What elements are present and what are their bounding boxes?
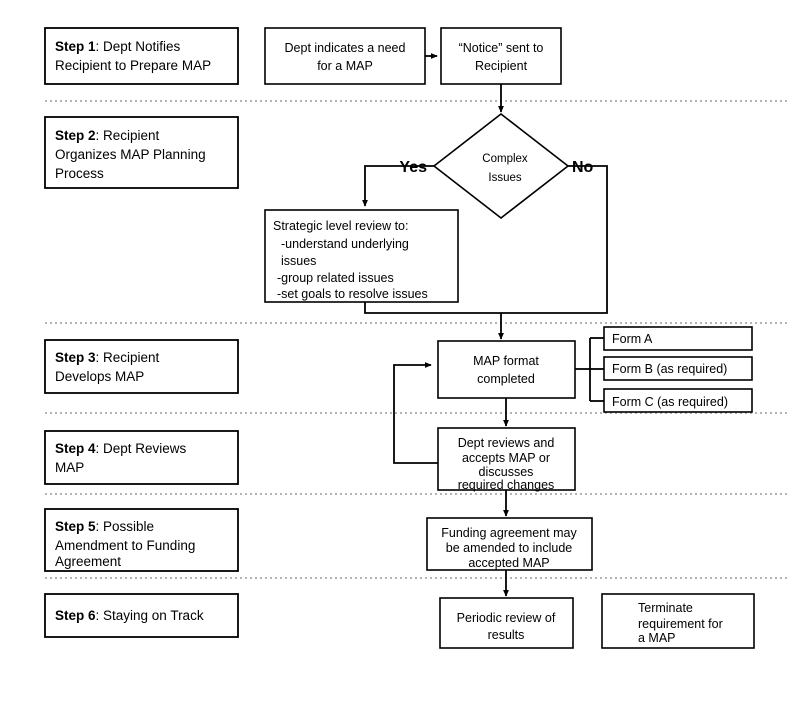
strategic-line4: -group related issues	[277, 271, 394, 285]
funding-line2: be amended to include	[446, 541, 573, 555]
form-b-label: Form B (as required)	[612, 362, 727, 376]
complex-issues-decision[interactable]	[432, 112, 570, 220]
strategic-line3: issues	[281, 254, 316, 268]
form-c-box[interactable]	[603, 388, 753, 413]
dept-review-line3: discusses	[479, 465, 534, 479]
step1-box[interactable]	[44, 27, 239, 85]
terminate-line2: requirement for	[638, 617, 723, 631]
arrow-yes-branch	[362, 165, 434, 207]
funding-agreement-box[interactable]	[426, 517, 593, 571]
form-b-box[interactable]	[603, 356, 753, 381]
notice-sent-line1: “Notice” sent to	[459, 41, 544, 55]
funding-line1: Funding agreement may	[441, 526, 577, 540]
strategic-line2: -understand underlying	[281, 237, 409, 251]
strategic-line1: Strategic level review to:	[273, 219, 408, 233]
form-a-label: Form A	[612, 332, 653, 346]
periodic-line1: Periodic review of	[457, 611, 556, 625]
dept-review-line2: accepts MAP or	[462, 451, 550, 465]
strategic-review-box[interactable]	[264, 209, 459, 303]
step6-box[interactable]	[44, 593, 239, 638]
step4-line1: Step 4: Dept Reviews	[55, 441, 187, 456]
terminate-line1: Terminate	[638, 601, 693, 615]
form-a-box[interactable]	[603, 326, 753, 351]
periodic-line2: results	[488, 628, 525, 642]
step3-line2: Develops MAP	[55, 369, 144, 384]
arrow-no-branch	[501, 165, 608, 314]
step6-line1: Step 6: Staying on Track	[55, 608, 204, 623]
decision-line2: Issues	[488, 172, 521, 184]
step2-box[interactable]	[44, 116, 239, 189]
step3-line1: Step 3: Recipient	[55, 350, 160, 365]
step2-line1: Step 2: Recipient	[55, 128, 160, 143]
dept-indicates-need-box[interactable]	[264, 27, 426, 85]
step2-line2: Organizes MAP Planning	[55, 147, 206, 162]
map-format-line1: MAP format	[473, 354, 539, 368]
notice-sent-box[interactable]	[440, 27, 562, 85]
dept-indicates-need-line2: for a MAP	[317, 59, 373, 73]
step1-line2: Recipient to Prepare MAP	[55, 58, 211, 73]
step5-box[interactable]	[44, 508, 239, 572]
notice-sent-line2: Recipient	[475, 59, 528, 73]
map-format-box[interactable]	[437, 340, 576, 399]
step3-box[interactable]	[44, 339, 239, 394]
dept-indicates-need-line1: Dept indicates a need	[285, 41, 406, 55]
yes-label: Yes	[399, 159, 427, 176]
terminate-requirement-box[interactable]	[601, 593, 755, 649]
step4-box[interactable]	[44, 430, 239, 485]
step5-line1: Step 5: Possible	[55, 519, 154, 534]
map-format-line2: completed	[477, 372, 535, 386]
dept-review-line1: Dept reviews and	[458, 436, 555, 450]
step5-line3: Agreement	[55, 554, 121, 569]
decision-line1: Complex	[482, 153, 528, 165]
no-label: No	[572, 159, 594, 176]
step5-line2: Amendment to Funding	[55, 538, 195, 553]
step1-line1: Step 1: Dept Notifies	[55, 39, 181, 54]
dept-review-line4: required changes	[458, 478, 555, 492]
line-strategic-to-stem	[364, 302, 501, 314]
step4-line2: MAP	[55, 460, 84, 475]
step2-line3: Process	[55, 166, 104, 181]
terminate-line3: a MAP	[638, 631, 676, 645]
arrow-feedback-loop	[393, 362, 438, 464]
strategic-line5: -set goals to resolve issues	[277, 287, 428, 301]
funding-line3: accepted MAP	[468, 556, 549, 570]
periodic-review-box[interactable]	[439, 597, 574, 649]
form-c-label: Form C (as required)	[612, 395, 728, 409]
dept-reviews-box[interactable]	[437, 427, 576, 491]
